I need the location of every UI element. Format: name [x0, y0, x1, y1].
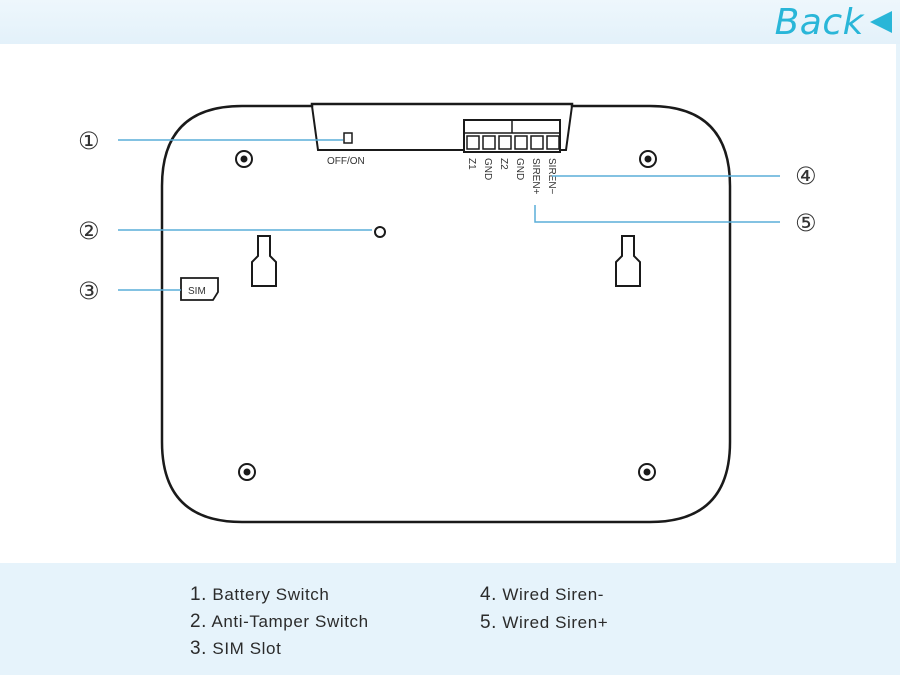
terminal-label-siren-plus: SIREN+: [530, 158, 541, 195]
legend-label: SIM Slot: [212, 639, 282, 658]
terminal-socket: [530, 135, 544, 150]
legend-item: 4. Wired Siren-: [480, 584, 604, 606]
terminal-housing: [463, 119, 561, 153]
legend-item: 2. Anti-Tamper Switch: [190, 611, 369, 633]
legend-number: 4.: [480, 584, 498, 605]
screw-hole: [238, 463, 256, 481]
screw-hole: [638, 463, 656, 481]
top-bar: Back: [0, 0, 900, 44]
legend-label: Wired Siren+: [502, 613, 609, 632]
wall-mount-slot: [251, 235, 277, 287]
sim-label: SIM: [188, 286, 206, 297]
legend-number: 5.: [480, 612, 498, 633]
legend-item: 1. Battery Switch: [190, 584, 329, 606]
back-button[interactable]: Back: [774, 1, 892, 43]
anti-tamper-switch: [374, 226, 386, 238]
legend: 1. Battery Switch 2. Anti-Tamper Switch …: [0, 563, 900, 675]
callout-line-5: [534, 205, 780, 223]
terminal-socket: [482, 135, 496, 150]
battery-switch: [343, 132, 353, 144]
terminal-label-gnd: GND: [482, 158, 493, 180]
terminal-labels: Z1 GND Z2 GND SIREN+ SIREN−: [466, 158, 557, 195]
terminal-recess: [311, 105, 573, 151]
diagram-panel: OFF/ON SIM Z1 GND Z2 GND SIREN+ SIREN−: [0, 44, 896, 563]
terminal-socket: [514, 135, 528, 150]
legend-number: 1.: [190, 584, 208, 605]
callout-lines: [118, 139, 780, 291]
legend-number: 2.: [190, 611, 208, 632]
callout-4: ④: [795, 162, 817, 190]
terminal-socket: [546, 135, 560, 150]
sim-slot: [180, 277, 219, 301]
legend-label: Battery Switch: [212, 585, 330, 604]
screw-hole-center: [643, 468, 651, 476]
device-outline: [160, 102, 732, 524]
terminal-block: [463, 119, 561, 153]
callout-3: ③: [78, 277, 100, 305]
back-label: Back: [774, 1, 864, 43]
legend-label: Wired Siren-: [502, 585, 605, 604]
terminal-label-siren-minus: SIREN−: [546, 158, 557, 195]
callout-1: ①: [78, 127, 100, 155]
legend-item: 3. SIM Slot: [190, 638, 281, 660]
callout-2: ②: [78, 217, 100, 245]
terminal-socket: [498, 135, 512, 150]
legend-label: Anti-Tamper Switch: [211, 612, 369, 631]
terminal-socket: [466, 135, 480, 150]
screw-hole: [639, 150, 657, 168]
screw-hole-center: [240, 155, 248, 163]
terminal-label-z2: Z2: [498, 158, 509, 170]
switch-label: OFF/ON: [327, 156, 365, 167]
terminal-label-z1: Z1: [466, 158, 477, 170]
screw-hole-center: [644, 155, 652, 163]
device-back-diagram: OFF/ON SIM Z1 GND Z2 GND SIREN+ SIREN−: [78, 102, 817, 524]
screw-holes: [235, 150, 657, 481]
legend-item: 5. Wired Siren+: [480, 612, 608, 634]
terminal-label-gnd: GND: [514, 158, 525, 180]
screw-hole-center: [243, 468, 251, 476]
callout-5: ⑤: [795, 209, 817, 237]
screw-hole: [235, 150, 253, 168]
triangle-left-icon: [870, 11, 892, 33]
legend-number: 3.: [190, 638, 208, 659]
wall-mount-slot: [615, 235, 641, 287]
